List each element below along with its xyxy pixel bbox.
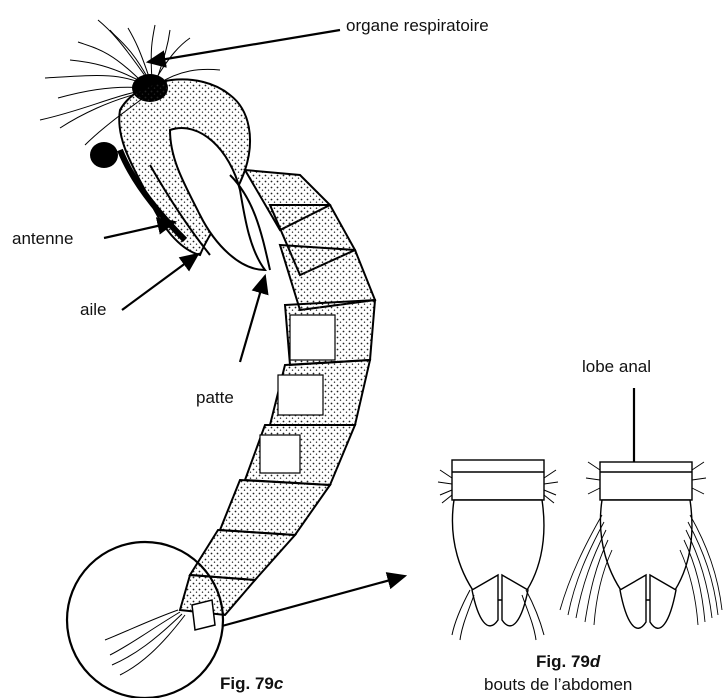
figure-79c-letter: c: [274, 674, 283, 693]
label-antenna: antenne: [12, 229, 73, 249]
label-leg: patte: [196, 388, 234, 408]
abdomen-tip-left: [452, 460, 544, 626]
label-respiratory-organ: organe respiratoire: [346, 16, 489, 36]
eye: [90, 142, 118, 168]
arrow-leg: [240, 276, 265, 362]
tail-paddles: [105, 610, 185, 675]
figure-79d-subtitle: bouts de l’abdomen: [484, 675, 632, 695]
abdomen-tip-right: [600, 462, 692, 628]
figure-79d-prefix: Fig. 79: [536, 652, 590, 671]
arrow-antenna: [104, 222, 175, 238]
label-anal-lobe: lobe anal: [582, 357, 651, 377]
figure-79c-prefix: Fig. 79: [220, 674, 274, 693]
figure-79c-caption: Fig. 79c: [220, 674, 283, 694]
figure-79d-letter: d: [590, 652, 600, 671]
figure-79d-caption: Fig. 79d: [536, 652, 600, 672]
arrow-wing: [122, 254, 198, 310]
arrow-respiratory: [148, 30, 340, 62]
label-wing: aile: [80, 300, 106, 320]
